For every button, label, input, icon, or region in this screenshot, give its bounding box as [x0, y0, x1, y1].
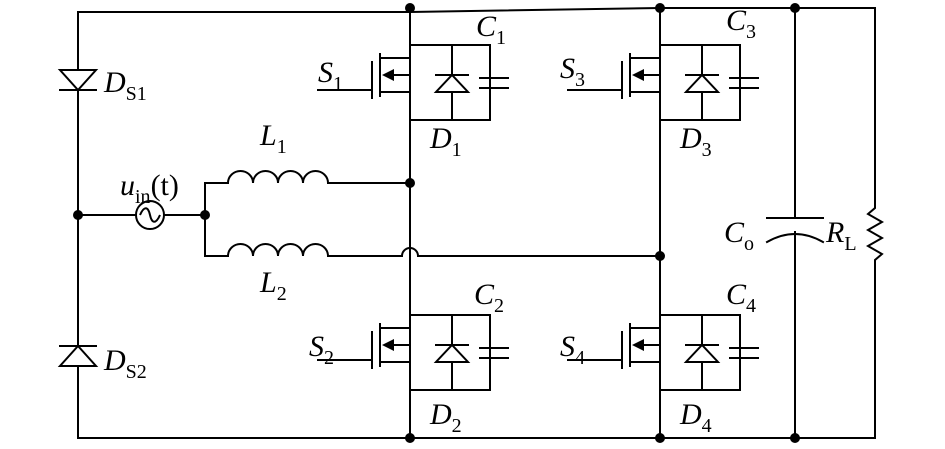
resistor-rl	[865, 7, 885, 439]
label-ds1: DS1	[103, 66, 147, 105]
label-s1: S1	[318, 56, 343, 95]
diode-icon	[433, 73, 471, 93]
switch-cell-s3	[567, 39, 759, 121]
label-d2: D2	[429, 398, 462, 437]
switch-cell-s2	[317, 309, 509, 391]
label-c2: C2	[474, 278, 504, 317]
input-source	[77, 200, 206, 230]
switch-cell-s1	[317, 39, 509, 121]
label-c4: C4	[726, 278, 756, 317]
switch-cell-s4	[567, 309, 759, 391]
label-d3: D3	[679, 122, 712, 161]
mosfet-leads	[381, 327, 411, 363]
label-d4: D4	[679, 398, 712, 437]
cell-frame-wire	[659, 314, 741, 391]
mosfet-arrow-icon	[632, 69, 644, 81]
label-l1: L1	[259, 119, 287, 158]
diode-icon	[683, 343, 721, 363]
top-rail	[77, 7, 876, 13]
label-d1: D1	[429, 122, 462, 161]
label-l2: L2	[259, 266, 287, 305]
diode-ds1	[57, 69, 99, 367]
mosfet-leads	[631, 327, 661, 363]
label-s3: S3	[560, 52, 585, 91]
cell-frame-wire	[409, 314, 491, 391]
mosfet-arrow-icon	[382, 69, 394, 81]
mosfet-arrow-icon	[632, 339, 644, 351]
junction-dots	[73, 3, 800, 443]
label-s2: S2	[309, 330, 334, 369]
cell-frame-wire	[409, 44, 491, 121]
cell-frame-wire	[659, 44, 741, 121]
diode-icon	[683, 73, 721, 93]
label-ds2: DS2	[103, 344, 147, 383]
label-c3: C3	[726, 4, 756, 43]
label-co: Co	[724, 216, 754, 255]
label-s4: S4	[560, 330, 585, 369]
sine-icon	[139, 207, 161, 223]
mosfet-leads	[381, 57, 411, 93]
inductor-l2	[204, 214, 661, 258]
mosfet-arrow-icon	[382, 339, 394, 351]
l2-crossover-wire	[327, 247, 661, 257]
diode-ds2-body	[57, 344, 99, 367]
label-rl: RL	[825, 216, 857, 255]
label-uin: uin(t)	[120, 169, 179, 208]
label-c1: C1	[476, 10, 506, 49]
diode-icon	[433, 343, 471, 363]
capacitor-co	[765, 7, 825, 439]
inductor-l1	[204, 170, 411, 216]
mosfet-leads	[631, 57, 661, 93]
